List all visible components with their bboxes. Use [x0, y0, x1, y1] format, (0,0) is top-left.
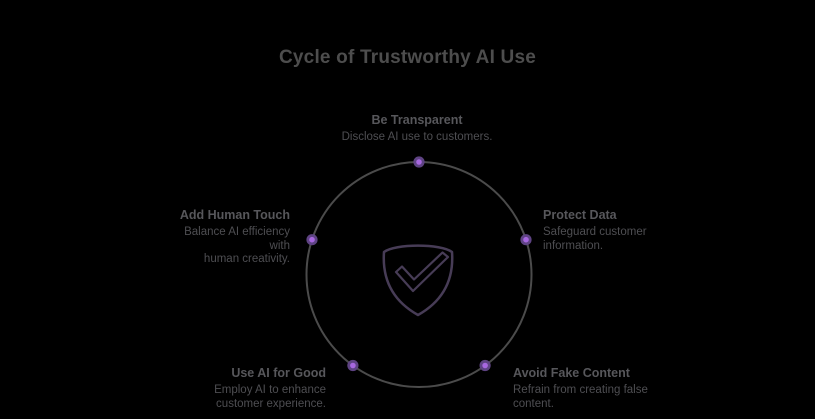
node-use-ai-for-good: Use AI for Good Employ AI to enhance cus… — [201, 366, 326, 411]
checkmark-outline — [394, 251, 450, 293]
node-description: Employ AI to enhance customer experience… — [214, 384, 326, 410]
node-description: Disclose AI use to customers. — [341, 131, 493, 143]
shield-check-icon — [382, 244, 454, 317]
node-label: Avoid Fake Content — [513, 366, 630, 380]
node-label: Add Human Touch — [179, 208, 290, 222]
node-label: Protect Data — [543, 208, 617, 222]
node-avoid-fake-content: Avoid Fake Content Refrain from creating… — [513, 366, 655, 411]
page-title: Cycle of Trustworthy AI Use — [278, 47, 537, 68]
shield-outline — [382, 244, 454, 317]
node-description: Balance AI efficiency with human creativ… — [184, 226, 290, 265]
node-dot-top — [413, 156, 425, 168]
node-dot-left — [306, 234, 318, 246]
node-label: Use AI for Good — [231, 366, 326, 380]
node-description: Safeguard customer information. — [543, 226, 647, 252]
node-dot-bottom-left — [347, 359, 359, 372]
node-dot-right — [520, 234, 532, 246]
node-protect-data: Protect Data Safeguard customer informat… — [543, 208, 663, 253]
node-description: Refrain from creating false content. — [513, 384, 648, 410]
node-be-transparent: Be Transparent Disclose AI use to custom… — [317, 113, 517, 145]
node-dot-bottom-right — [479, 359, 491, 372]
node-label: Be Transparent — [371, 113, 463, 127]
node-add-human-touch: Add Human Touch Balance AI efficiency wi… — [165, 208, 290, 267]
